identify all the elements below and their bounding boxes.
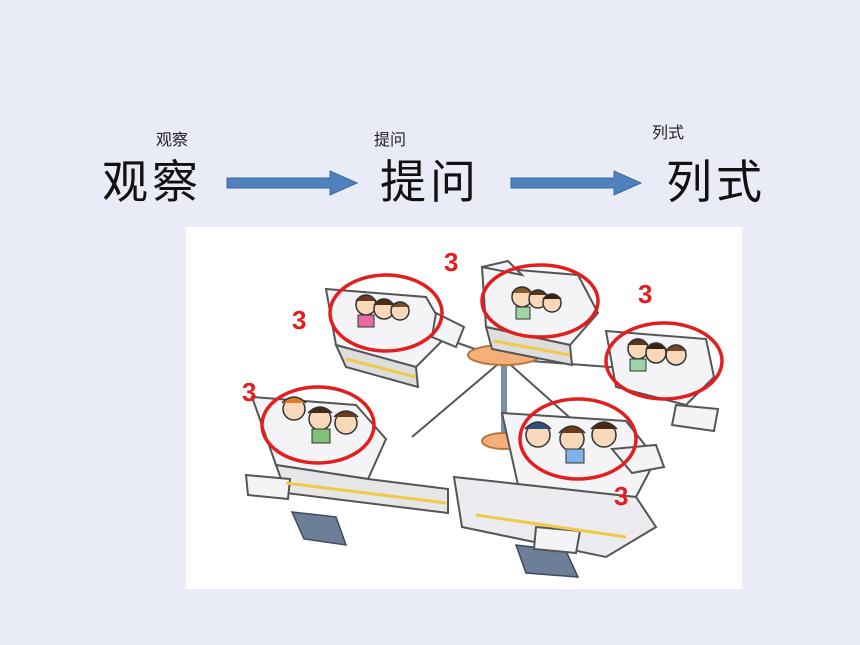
arrow-right-icon (510, 170, 642, 196)
carousel-ride-illustration (244, 259, 724, 578)
step3-ruby: 列式 (652, 123, 685, 142)
step2-ruby: 提问 (374, 130, 407, 149)
group-count-label: 3 (242, 377, 257, 407)
group-count-label: 3 (444, 247, 459, 277)
step1-word: 观察 (102, 155, 202, 209)
group-count-label: 3 (614, 481, 629, 511)
step3-word: 列式 (666, 155, 766, 209)
group-count-label: 3 (638, 279, 653, 309)
step2-word: 提问 (380, 155, 480, 209)
carousel-picture: 3 3 3 3 3 (186, 227, 742, 589)
group-count-label: 3 (292, 305, 307, 335)
step1-ruby: 观察 (156, 130, 189, 149)
arrow-right-icon (226, 170, 358, 196)
